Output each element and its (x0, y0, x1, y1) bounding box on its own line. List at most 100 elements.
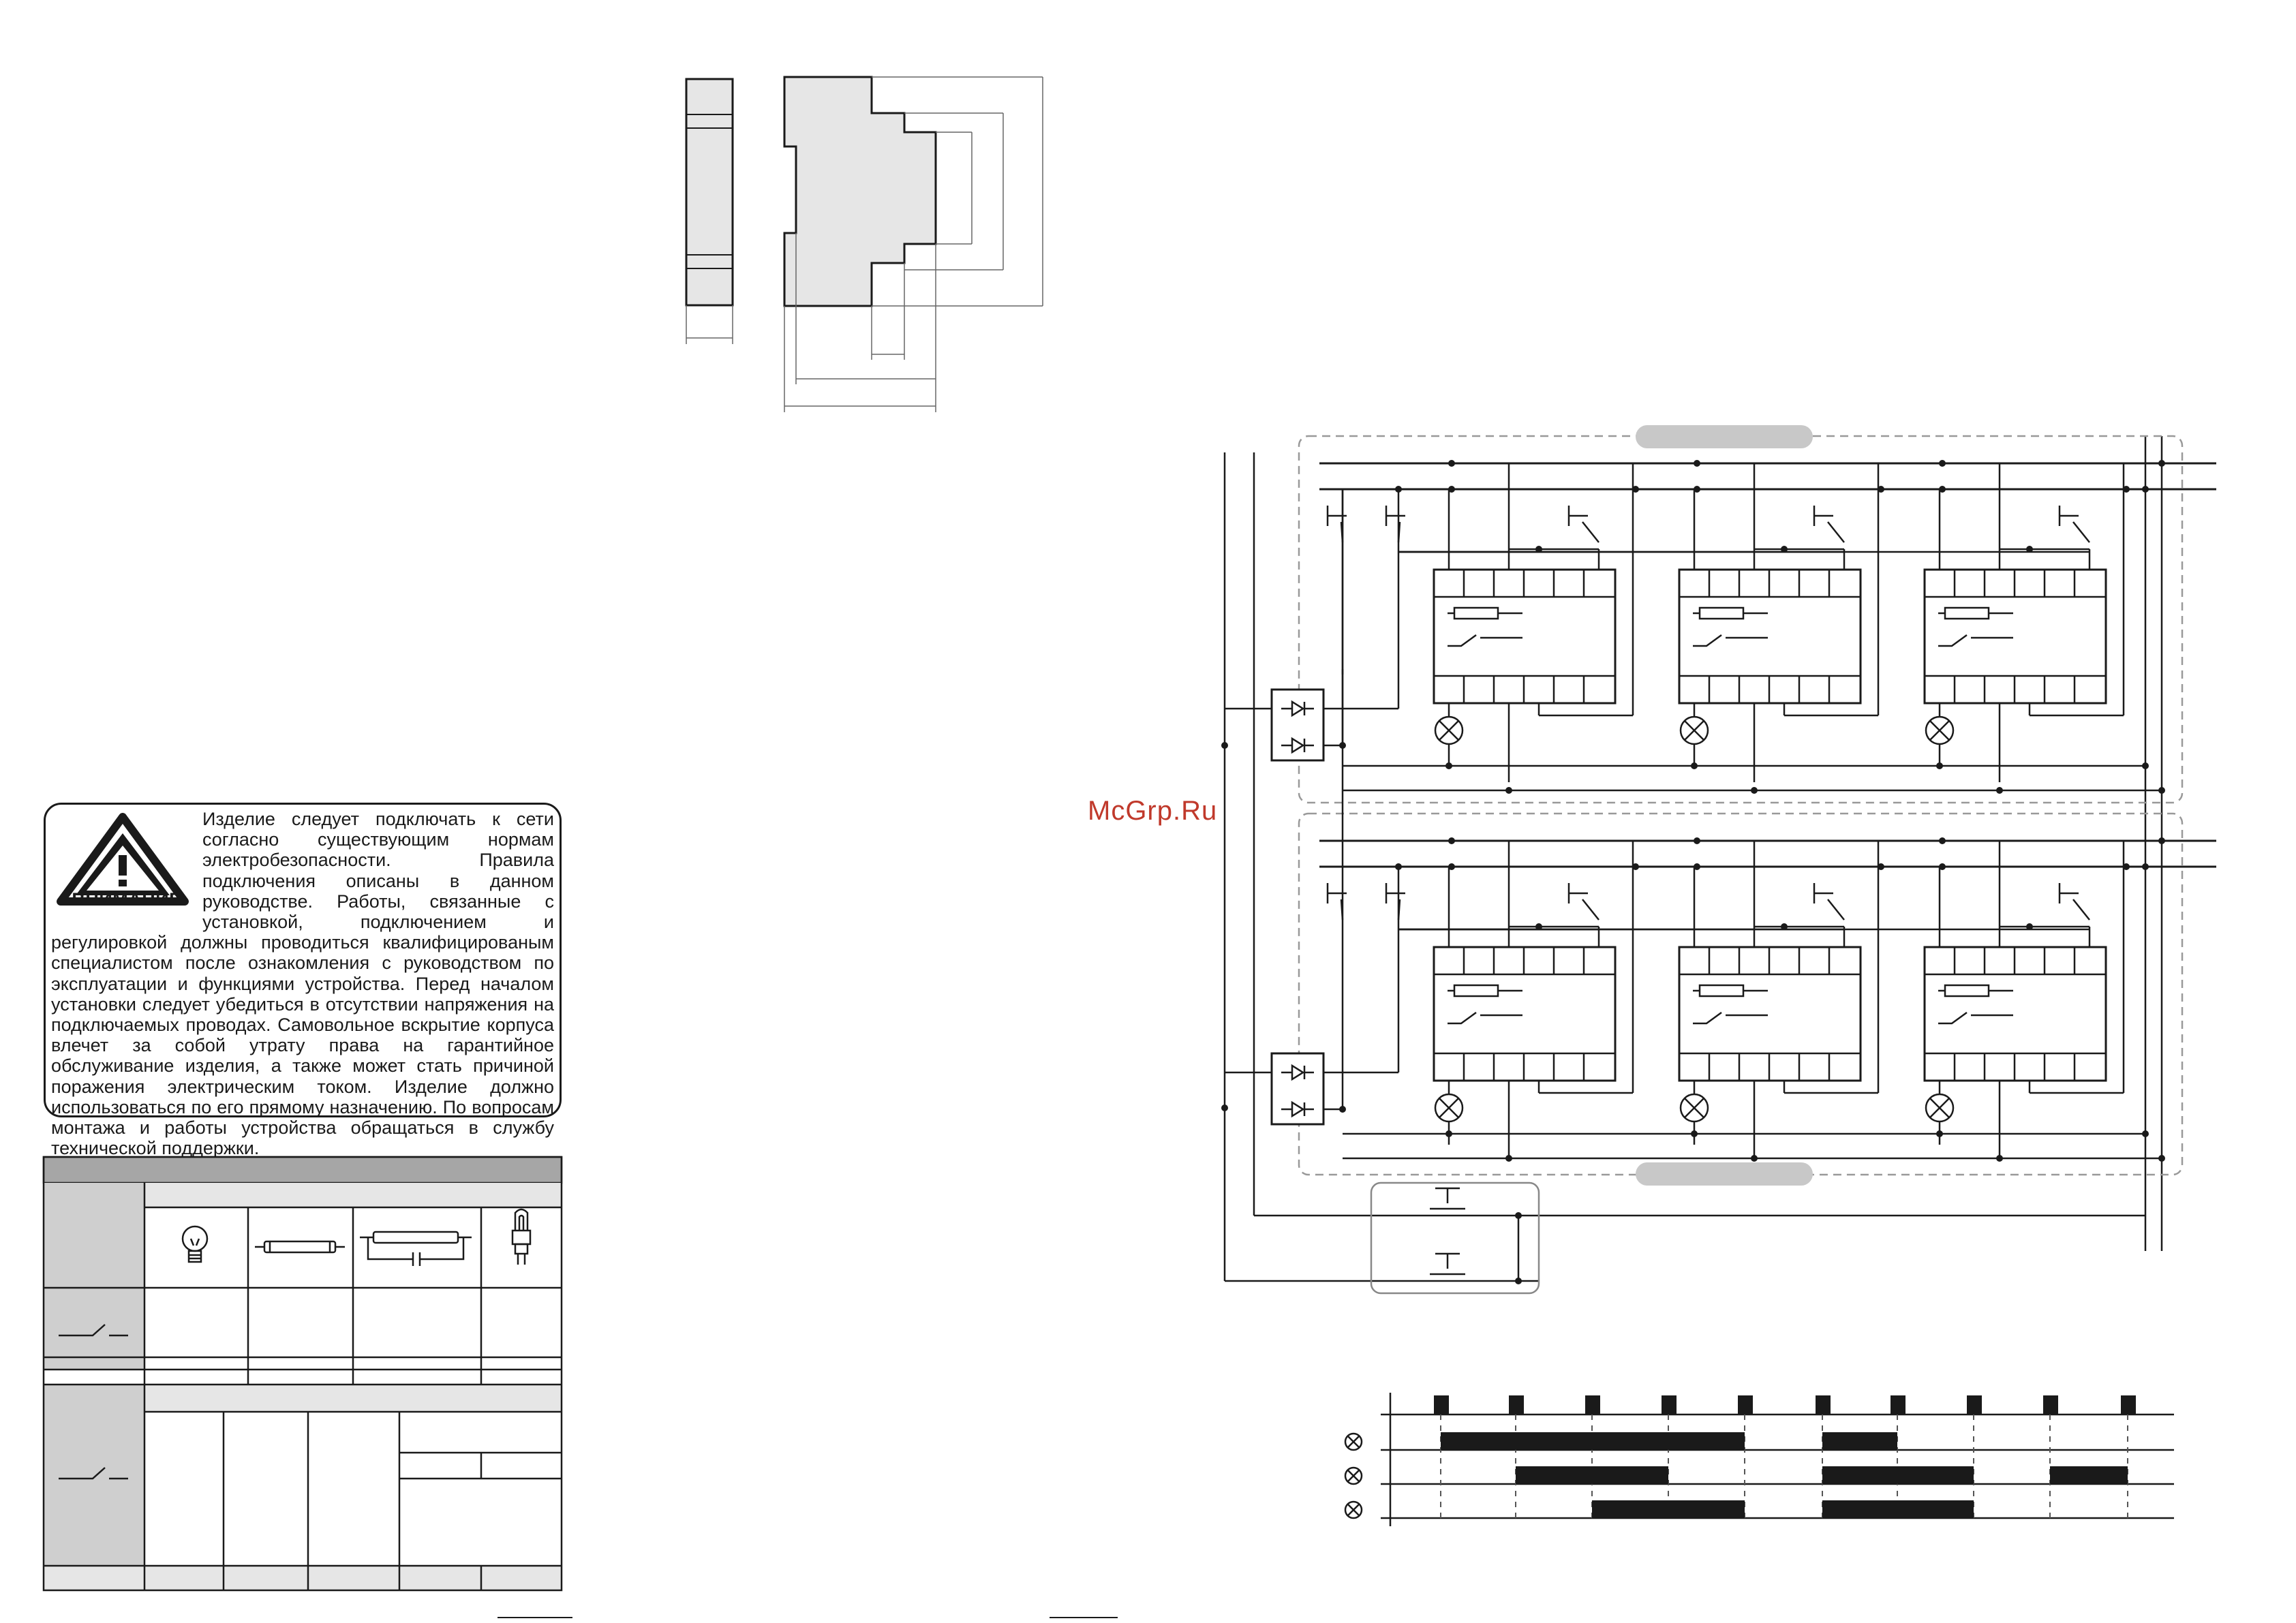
fluorescent-tube-icon (255, 1240, 345, 1254)
junction-dot (1936, 1130, 1943, 1137)
table-side-column-bottom (44, 1385, 144, 1566)
contact-symbol-2 (59, 1467, 128, 1480)
junction-dot (1936, 762, 1943, 769)
pulse-mark (2121, 1395, 2136, 1415)
warning-text: Изделие следует подключать к сети соглас… (51, 809, 554, 1159)
contact-symbol (1448, 634, 1522, 647)
lamp-icon (1344, 1432, 1363, 1451)
junction-dot (2158, 460, 2165, 467)
junction-dot (1448, 486, 1455, 493)
pulse-mark (1662, 1395, 1677, 1415)
junction-dot (1339, 1106, 1346, 1113)
state-bar (1822, 1432, 1897, 1450)
pulse-mark (1509, 1395, 1524, 1415)
junction-dot (2158, 1155, 2165, 1162)
contact-symbol (1448, 1011, 1522, 1025)
warning-panel: ВНИМАНИЕ Изделие следует подключать к се… (44, 803, 562, 1158)
contact-symbol (1693, 1011, 1768, 1025)
contact-symbol-1 (59, 1324, 128, 1337)
junction-dot (1996, 787, 2003, 794)
junction-dot (1694, 486, 1700, 493)
pulse-mark (1891, 1395, 1905, 1415)
junction-dot (1939, 837, 1946, 844)
junction-dot (2158, 837, 2165, 844)
junction-dot (2142, 486, 2149, 493)
push-button (2058, 506, 2090, 543)
central-push-button (1430, 1187, 1465, 1210)
warning-triangle-icon (57, 813, 189, 906)
pulse-mark (2043, 1395, 2058, 1415)
junction-dot (1878, 863, 1884, 870)
compact-fluorescent-icon (511, 1208, 532, 1265)
junction-dot (1694, 460, 1700, 467)
junction-dot (1515, 1278, 1522, 1284)
state-bar (1822, 1500, 1974, 1518)
watermark: McGrp.Ru (1088, 796, 1218, 826)
contact-symbol (1938, 634, 2013, 647)
junction-dot (1691, 762, 1698, 769)
push-button (2058, 883, 2090, 921)
state-bar (1592, 1500, 1745, 1518)
table-side-column-top (44, 1183, 144, 1370)
contact-symbol (1938, 1011, 2013, 1025)
pulse-mark (1434, 1395, 1449, 1415)
junction-dot (1445, 762, 1452, 769)
junction-dot (2142, 1130, 2149, 1137)
state-bar (2050, 1466, 2128, 1484)
push-button (1567, 506, 1599, 543)
state-bar (1822, 1466, 1974, 1484)
push-button (1813, 506, 1845, 543)
push-button (1567, 883, 1599, 921)
junction-dot (2123, 486, 2130, 493)
junction-dot (1448, 460, 1455, 467)
table-subheader-bottom (144, 1385, 562, 1412)
junction-dot (1535, 546, 1542, 553)
junction-dot (1221, 742, 1228, 749)
junction-dot (1445, 1130, 1452, 1137)
section-frame-1 (1298, 435, 2184, 804)
compensated-fluorescent-icon (360, 1231, 472, 1266)
junction-dot (1632, 486, 1639, 493)
junction-dot (1751, 1155, 1758, 1162)
central-switch-box (1370, 1181, 1540, 1295)
table-subheader-top (144, 1183, 562, 1207)
junction-dot (1691, 1130, 1698, 1137)
pulse-mark (1585, 1395, 1600, 1415)
junction-dot (1939, 863, 1946, 870)
lamp-icon (1344, 1466, 1363, 1485)
state-bar (1441, 1432, 1745, 1450)
contact-symbol (1693, 634, 1768, 647)
junction-dot (1448, 837, 1455, 844)
push-button (1813, 883, 1845, 921)
side-view-body (685, 78, 734, 307)
incandescent-lamp-icon (181, 1225, 209, 1263)
junction-dot (1878, 486, 1884, 493)
junction-dot (2123, 863, 2130, 870)
junction-dot (2026, 546, 2033, 553)
section-label-pill-bottom (1636, 1162, 1813, 1186)
pulse-mark (1816, 1395, 1831, 1415)
state-bar (1516, 1466, 1668, 1484)
junction-dot (2142, 863, 2149, 870)
junction-dot (2026, 923, 2033, 930)
junction-dot (1448, 863, 1455, 870)
junction-dot (1751, 787, 1758, 794)
junction-dot (1632, 863, 1639, 870)
junction-dot (1694, 837, 1700, 844)
junction-dot (1781, 923, 1788, 930)
central-push-button (1430, 1252, 1465, 1276)
junction-dot (1781, 546, 1788, 553)
junction-dot (1505, 1155, 1512, 1162)
junction-dot (2158, 787, 2165, 794)
warning-title: ВНИМАНИЕ (72, 889, 182, 910)
junction-dot (1694, 863, 1700, 870)
junction-dot (1221, 1104, 1228, 1111)
junction-dot (1939, 460, 1946, 467)
lamp-icon (1344, 1500, 1363, 1519)
junction-dot (1515, 1212, 1522, 1219)
junction-dot (1996, 1155, 2003, 1162)
